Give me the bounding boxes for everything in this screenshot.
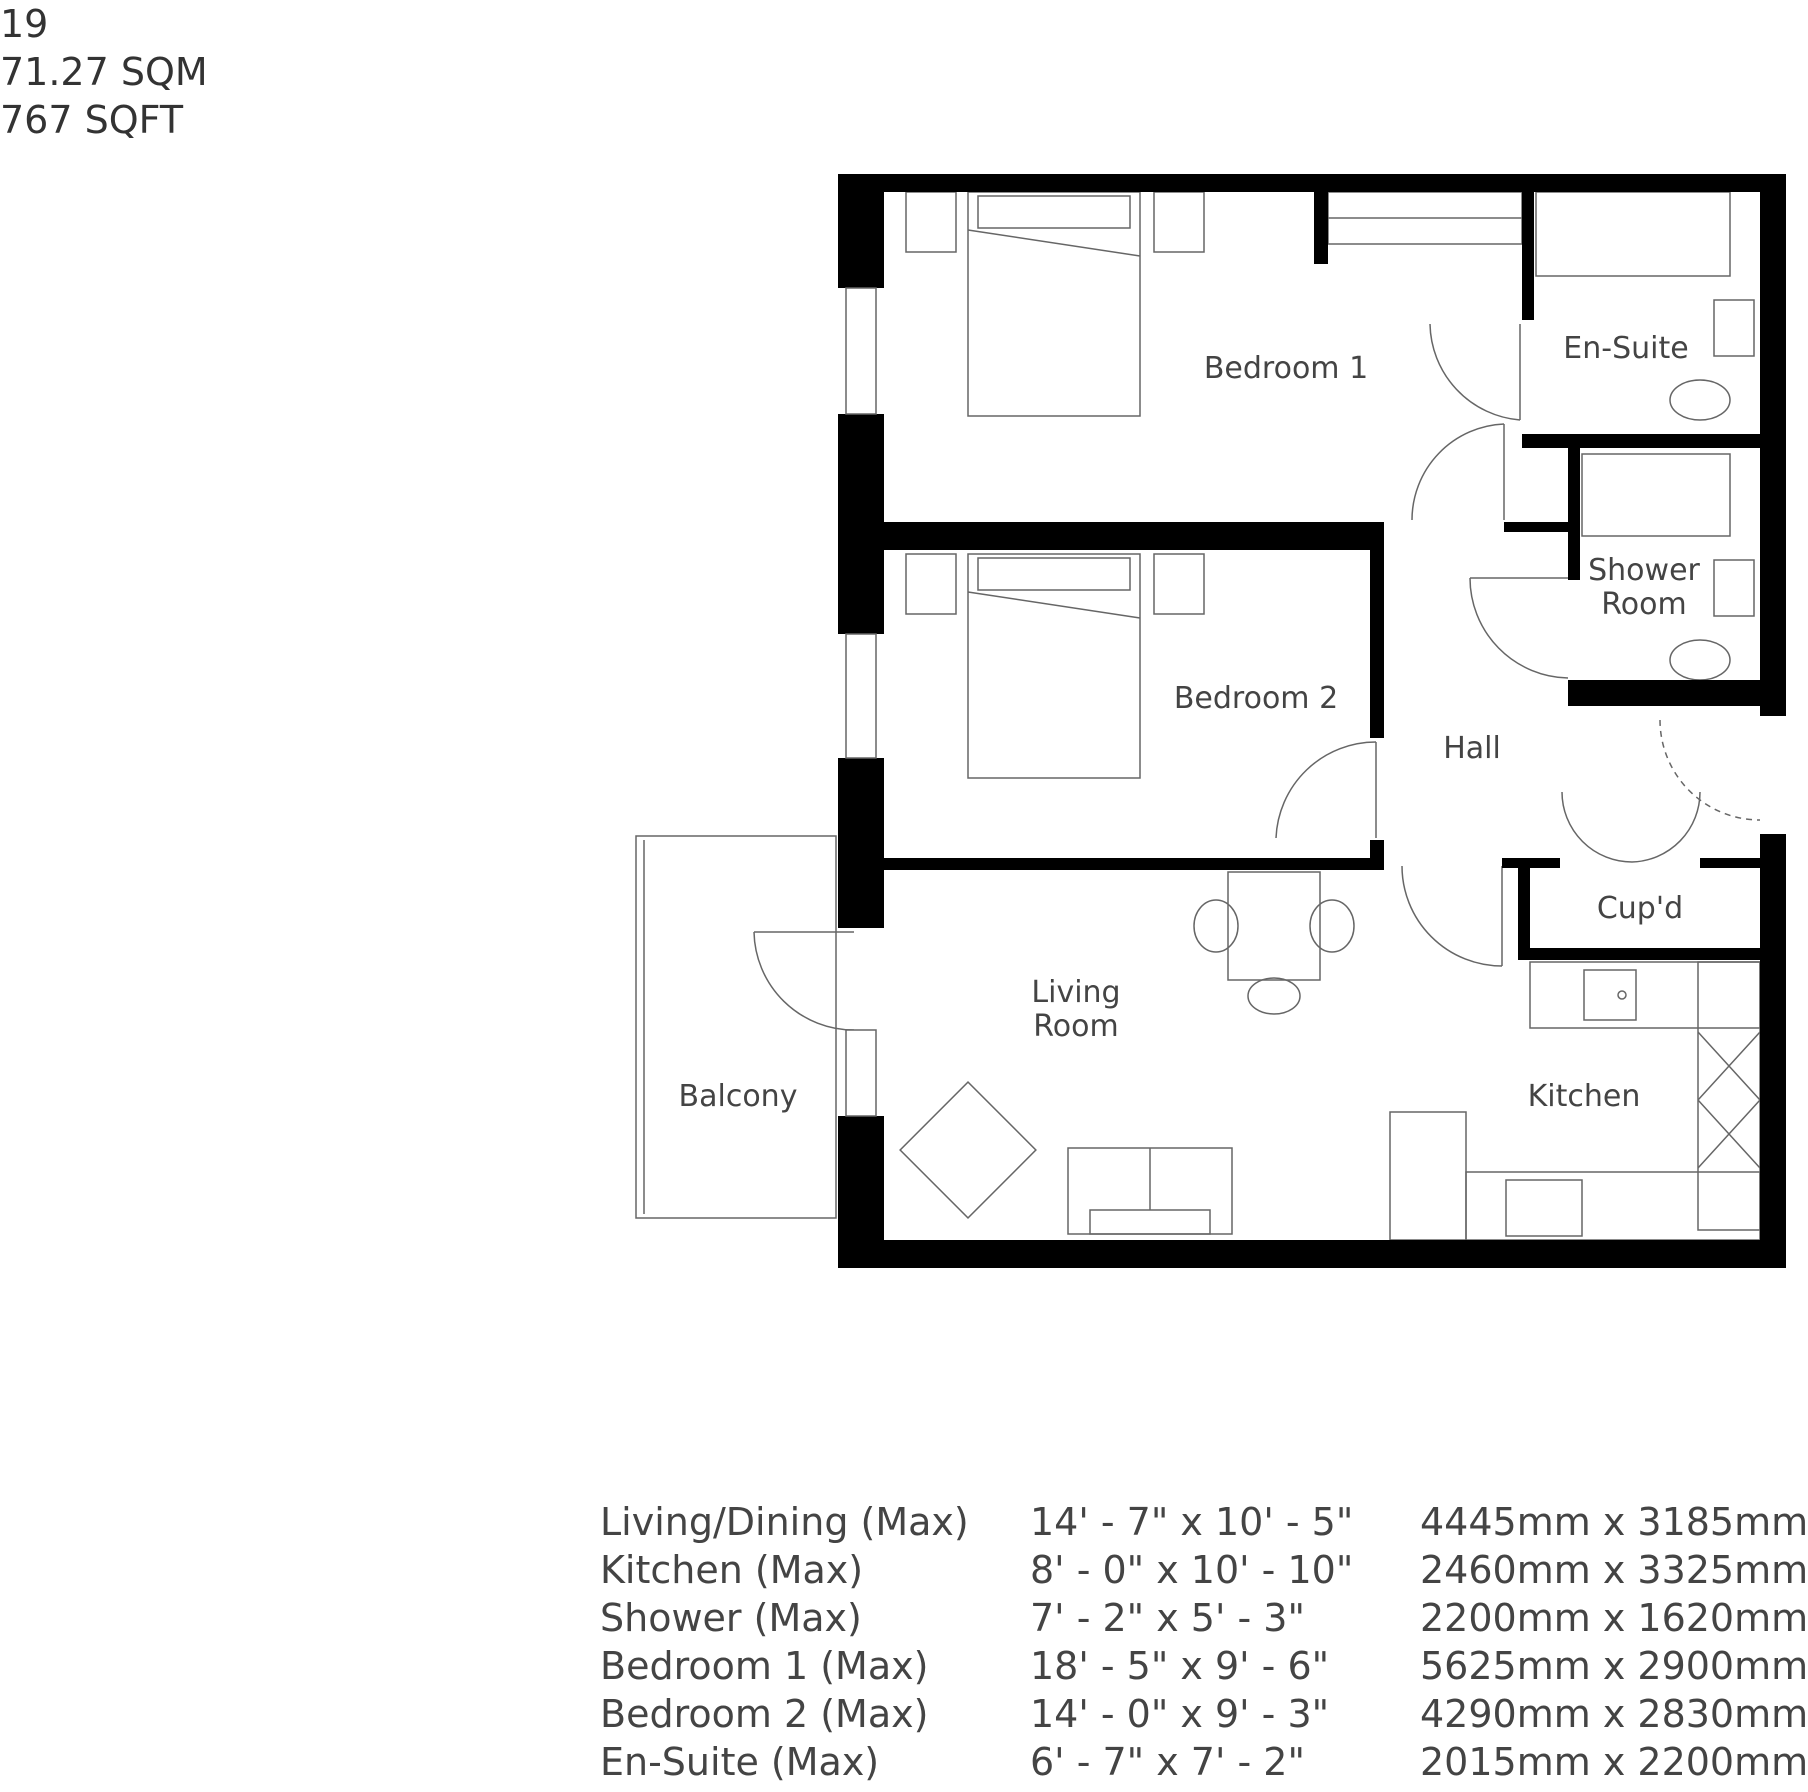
balcony-outline xyxy=(635,835,837,1219)
label-shower-line2: Room xyxy=(1601,587,1686,622)
window-bed1 xyxy=(845,287,877,415)
window-bed2 xyxy=(845,633,877,759)
wall-hall-left-2 xyxy=(1370,840,1384,864)
dining-chair-1 xyxy=(1193,899,1239,953)
schedule-metric: 2200mm x 1620mm xyxy=(1420,1596,1808,1640)
nightstand-2b xyxy=(1153,553,1205,615)
wall-bed2-living xyxy=(884,858,1384,870)
walls xyxy=(838,174,1786,1268)
schedule-imperial: 8' - 0" x 10' - 10" xyxy=(1030,1548,1354,1592)
label-hall: Hall xyxy=(1443,731,1501,766)
kitchen-oven xyxy=(1505,1179,1583,1237)
dining-table xyxy=(1227,871,1321,981)
wall-bottom xyxy=(838,1240,1766,1268)
label-bedroom-2: Bedroom 2 xyxy=(1174,681,1338,716)
shower-basin xyxy=(1713,559,1755,617)
wall-ensuite-left xyxy=(1522,192,1534,320)
wall-shower-stub xyxy=(1504,522,1580,532)
dining-chair-3 xyxy=(1247,977,1301,1015)
wall-shower-bottom xyxy=(1568,680,1760,706)
schedule-room: En-Suite (Max) xyxy=(600,1740,880,1784)
label-bedroom-1: Bedroom 1 xyxy=(1204,351,1368,386)
schedule-imperial: 14' - 7" x 10' - 5" xyxy=(1030,1500,1354,1544)
wall-bed1-bed2 xyxy=(884,522,1384,550)
wall-right-1 xyxy=(1760,174,1786,716)
schedule-imperial: 14' - 0" x 9' - 3" xyxy=(1030,1692,1330,1736)
wall-left-2 xyxy=(838,414,884,634)
schedule-room: Bedroom 1 (Max) xyxy=(600,1644,929,1688)
bed-2 xyxy=(967,553,1141,779)
shower-wc xyxy=(1669,639,1731,681)
ensuite-basin xyxy=(1713,299,1755,357)
wall-left-1 xyxy=(838,174,884,288)
schedule-metric: 2015mm x 2200mm xyxy=(1420,1740,1808,1784)
kitchen-fridge xyxy=(1389,1111,1467,1241)
door-swings xyxy=(753,323,1761,1031)
ensuite-bath xyxy=(1535,191,1731,277)
schedule-imperial: 7' - 2" x 5' - 3" xyxy=(1030,1596,1305,1640)
nightstand-1b xyxy=(1153,191,1205,253)
dining-chair-2 xyxy=(1309,899,1355,953)
wall-cupd-top-2 xyxy=(1700,858,1760,868)
window-living xyxy=(845,1029,877,1117)
wall-top xyxy=(838,174,1766,192)
kitchen-worktop xyxy=(1529,961,1761,1029)
bed-1-pillow xyxy=(977,195,1131,229)
wall-left-4 xyxy=(838,1116,884,1268)
kitchen-sink xyxy=(1583,969,1637,1021)
schedule-imperial: 18' - 5" x 9' - 6" xyxy=(1030,1644,1330,1688)
label-kitchen: Kitchen xyxy=(1528,1079,1641,1114)
schedule-metric: 4290mm x 2830mm xyxy=(1420,1692,1808,1736)
kitchen-unit-tall xyxy=(1697,961,1761,1231)
schedule-room: Living/Dining (Max) xyxy=(600,1500,969,1544)
label-shower-line1: Shower xyxy=(1588,553,1700,588)
schedule-room: Bedroom 2 (Max) xyxy=(600,1692,929,1736)
windows xyxy=(845,287,877,1117)
schedule-metric: 4445mm x 3185mm xyxy=(1420,1500,1808,1544)
label-cupd: Cup'd xyxy=(1597,891,1683,926)
wall-cupd-left xyxy=(1518,858,1530,958)
wall-cupd-bottom xyxy=(1518,948,1760,960)
bed-2-pillow xyxy=(977,557,1131,591)
nightstand-1a xyxy=(905,191,957,253)
shower-tray xyxy=(1581,453,1731,537)
nightstand-2a xyxy=(905,553,957,615)
unit-area-sqft: 767 SQFT xyxy=(0,98,184,142)
label-living-line1: Living xyxy=(1031,975,1120,1010)
label-living-line2: Room xyxy=(1033,1009,1118,1044)
wall-cupd-top xyxy=(1502,858,1560,868)
armchair xyxy=(899,1081,1037,1219)
unit-number: 19 xyxy=(0,2,49,46)
label-balcony: Balcony xyxy=(679,1079,798,1114)
wall-hall-left-1 xyxy=(1370,550,1384,738)
unit-info: 19 71.27 SQM 767 SQFT xyxy=(0,0,208,144)
schedule-imperial: 6' - 7" x 7' - 2" xyxy=(1030,1740,1305,1784)
label-ensuite: En-Suite xyxy=(1563,331,1688,366)
wall-wardrobe xyxy=(1314,192,1328,264)
wall-shower-left xyxy=(1568,448,1580,580)
wall-ensuite-bottom xyxy=(1522,434,1760,448)
wall-right-2 xyxy=(1760,834,1786,1268)
ensuite-wc xyxy=(1669,379,1731,421)
schedule-metric: 2460mm x 3325mm xyxy=(1420,1548,1808,1592)
room-labels: Bedroom 1 En-Suite Shower Room Bedroom 2… xyxy=(679,331,1701,1114)
bed-1 xyxy=(967,191,1141,417)
unit-area-sqm: 71.27 SQM xyxy=(0,50,208,94)
schedule-metric: 5625mm x 2900mm xyxy=(1420,1644,1808,1688)
schedule-room: Kitchen (Max) xyxy=(600,1548,864,1592)
wall-left-3 xyxy=(838,758,884,928)
schedule-room: Shower (Max) xyxy=(600,1596,862,1640)
